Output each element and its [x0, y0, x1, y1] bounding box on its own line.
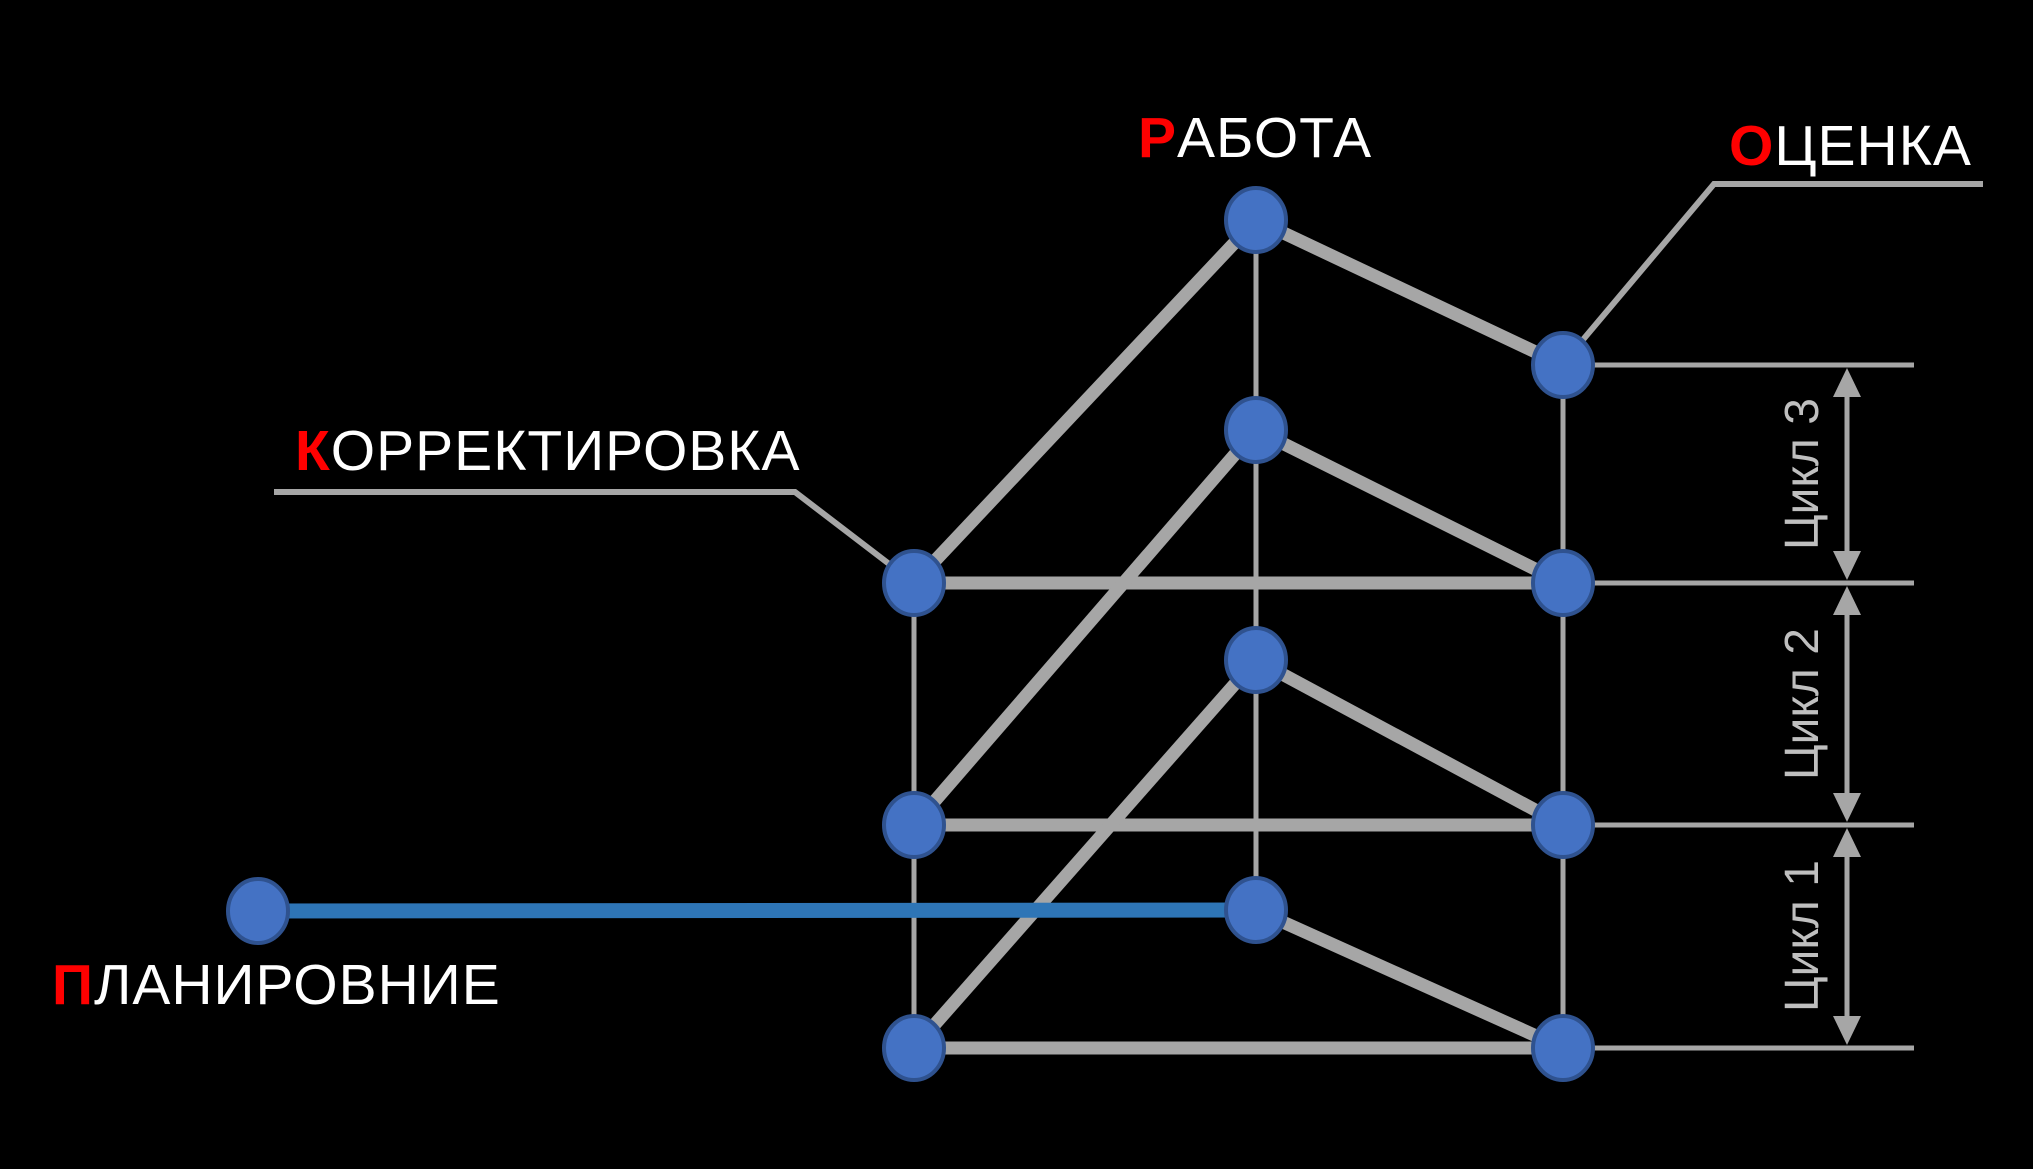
evaluation-leader-line	[1557, 181, 1983, 369]
edge-center3-to-right3	[1253, 424, 1566, 589]
node-center-cycle2	[1224, 626, 1288, 694]
work-label-first-letter: Р	[1138, 106, 1177, 170]
work-label: РАБОТА	[1138, 106, 1372, 170]
cycle3-arrow	[1833, 368, 1861, 580]
cycle1-arrowhead-down	[1833, 1016, 1861, 1045]
planning-edge-blue	[257, 902, 1257, 919]
correction-label-rest: ОРРЕКТИРОВКА	[331, 419, 801, 483]
planning-label-first-letter: П	[52, 953, 94, 1017]
correction-label-first-letter: К	[295, 419, 331, 483]
cycle2-arrowhead-up	[1833, 586, 1861, 615]
node-right-cycle3	[1531, 549, 1595, 617]
planning-label: ПЛАНИРОВНИЕ	[52, 953, 501, 1017]
cycle2-label: Цикл 2	[1776, 628, 1829, 780]
cycle3-label: Цикл 3	[1776, 398, 1829, 550]
correction-label: КОРРЕКТИРОВКА	[295, 419, 801, 483]
leader-lines	[274, 181, 1983, 586]
node-left-cycle2	[882, 791, 946, 859]
node-left-cycle1	[882, 1014, 946, 1082]
dimension-arrows	[1833, 368, 1861, 1045]
cycle3-arrowhead-down	[1833, 551, 1861, 580]
node-center-cycle1	[1224, 876, 1288, 944]
correction-leader-line	[274, 489, 916, 586]
cycle2-arrow	[1833, 586, 1861, 822]
node-right-cycle2	[1531, 791, 1595, 859]
spiral-edges	[909, 214, 1567, 1055]
cycle1-label: Цикл 1	[1776, 860, 1829, 1012]
node-right-cycle1	[1531, 1014, 1595, 1082]
cycle1-arrow	[1833, 828, 1861, 1045]
nodes	[226, 186, 1595, 1082]
cycle1-arrowhead-up	[1833, 828, 1861, 857]
evaluation-label-first-letter: О	[1729, 114, 1774, 178]
node-correction	[882, 549, 946, 617]
node-evaluation	[1531, 331, 1595, 399]
evaluation-label: ОЦЕНКА	[1729, 114, 1972, 178]
cycle3-arrowhead-up	[1833, 368, 1861, 397]
edge-left1-to-center2	[909, 655, 1261, 1053]
evaluation-label-rest: ЦЕНКА	[1774, 114, 1972, 178]
work-label-rest: АБОТА	[1177, 106, 1372, 170]
node-work	[1224, 186, 1288, 254]
edge-center1-to-right1	[1253, 904, 1566, 1054]
planning-label-rest: ЛАНИРОВНИЕ	[94, 953, 501, 1017]
cycle2-arrowhead-down	[1833, 793, 1861, 822]
node-center-cycle3	[1224, 396, 1288, 464]
edge-left2-to-center3	[909, 425, 1261, 830]
labels: РАБОТА ОЦЕНКА КОРРЕКТИРОВКА ПЛАНИРОВНИЕ …	[52, 106, 1972, 1017]
node-planning-start	[226, 877, 290, 945]
guide-lines	[911, 220, 1914, 1051]
edge-top-to-right4	[1253, 214, 1566, 371]
edge-center2-to-right2	[1252, 654, 1567, 831]
edge-left3-to-top	[909, 215, 1261, 588]
